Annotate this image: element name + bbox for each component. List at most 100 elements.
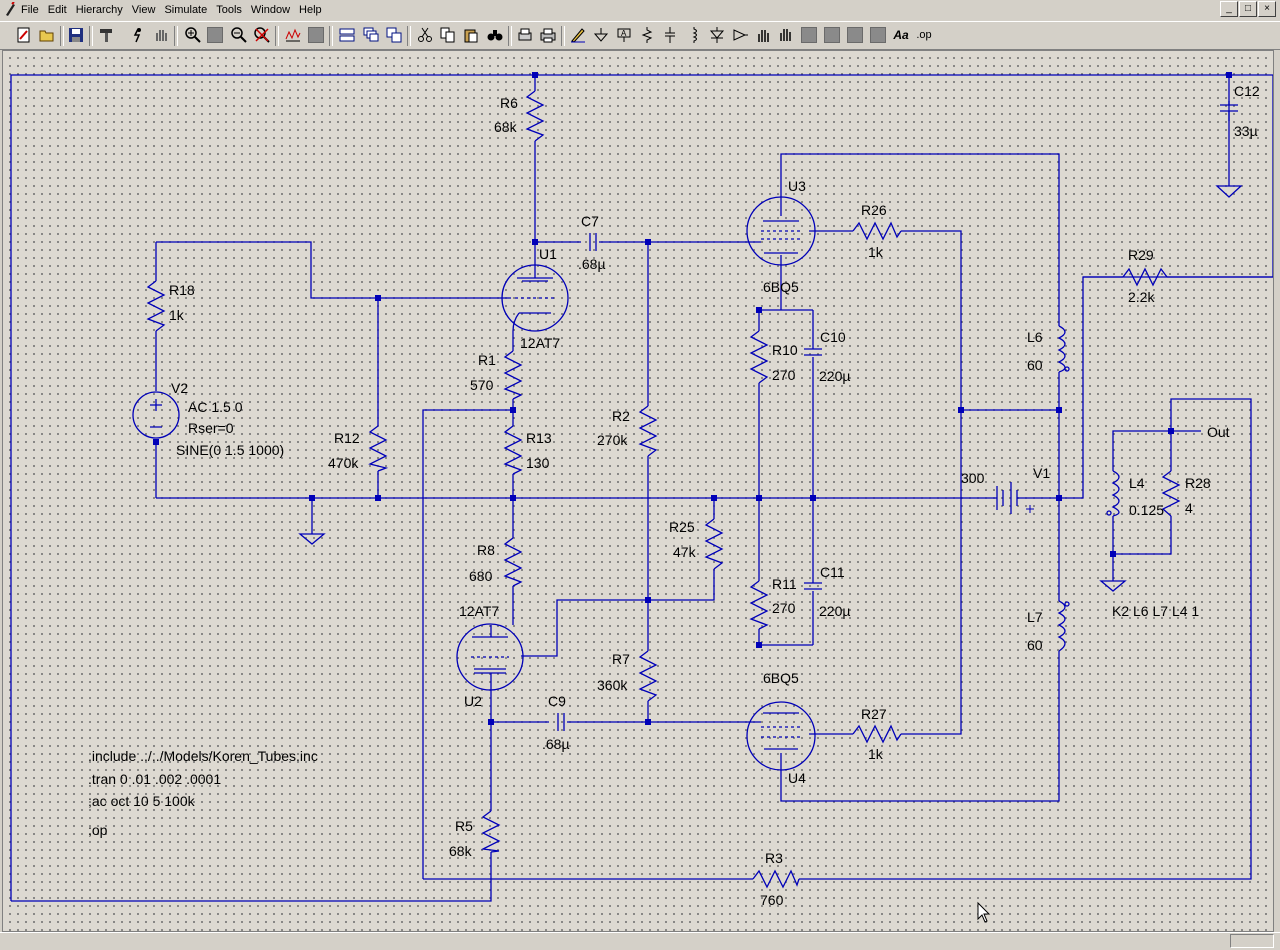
label-r29[interactable]: R29 xyxy=(1128,247,1154,263)
value-r11[interactable]: 270 xyxy=(772,600,796,616)
ground-icon[interactable] xyxy=(591,25,611,45)
label-c10[interactable]: C10 xyxy=(820,329,846,345)
menu-edit[interactable]: Edit xyxy=(47,4,67,16)
value-u2[interactable]: 12AT7 xyxy=(459,603,499,619)
cut-scissors-icon[interactable] xyxy=(415,25,435,45)
value-r7[interactable]: 360k xyxy=(597,677,628,693)
zoom-out-icon[interactable] xyxy=(229,25,249,45)
vertical-scrollbar[interactable] xyxy=(1274,50,1280,930)
find-binoculars-icon[interactable] xyxy=(485,25,505,45)
label-r2[interactable]: R2 xyxy=(612,408,630,424)
menu-help[interactable]: Help xyxy=(299,4,322,16)
new-schematic-icon[interactable] xyxy=(14,25,34,45)
diode-icon[interactable] xyxy=(707,25,727,45)
coupling-directive[interactable]: K2 L6 L7 L4 1 xyxy=(1112,603,1199,619)
tile-horizontal-icon[interactable] xyxy=(337,25,357,45)
label-u1[interactable]: U1 xyxy=(539,246,557,262)
label-v2[interactable]: V2 xyxy=(171,380,188,396)
value-r25[interactable]: 47k xyxy=(673,544,697,560)
label-r18[interactable]: R18 xyxy=(169,282,195,298)
label-r26[interactable]: R26 xyxy=(861,202,887,218)
value-c9[interactable]: .68µ xyxy=(542,736,570,752)
grid-icon[interactable] xyxy=(306,25,326,45)
value-u1[interactable]: 12AT7 xyxy=(520,335,560,351)
label-r8[interactable]: R8 xyxy=(477,542,495,558)
component-icon[interactable] xyxy=(730,25,750,45)
label-r7[interactable]: R7 xyxy=(612,651,630,667)
net-label-out[interactable]: Out xyxy=(1207,424,1230,440)
directive-include[interactable]: .include ../../Models/Koren_Tubes.inc xyxy=(88,748,318,764)
label-r27[interactable]: R27 xyxy=(861,706,887,722)
paste-icon[interactable] xyxy=(461,25,481,45)
label-l6[interactable]: L6 xyxy=(1027,329,1043,345)
ltspice-pen-icon[interactable] xyxy=(3,2,17,17)
label-r28[interactable]: R28 xyxy=(1185,475,1211,491)
label-u3[interactable]: U3 xyxy=(788,178,806,194)
label-c7[interactable]: C7 xyxy=(581,213,599,229)
value-u3[interactable]: 6BQ5 xyxy=(763,279,799,295)
value-r1[interactable]: 570 xyxy=(470,377,494,393)
directive-tran[interactable]: .tran 0 .01 .002 .0001 xyxy=(88,771,221,787)
menu-window[interactable]: Window xyxy=(250,4,291,16)
zoom-in-icon[interactable] xyxy=(183,25,203,45)
value-l6[interactable]: 60 xyxy=(1027,357,1043,373)
v2-rser[interactable]: Rser=0 xyxy=(188,420,234,436)
drag-hand-icon[interactable] xyxy=(776,25,796,45)
value-r10[interactable]: 270 xyxy=(772,367,796,383)
spice-directive-icon[interactable]: .op xyxy=(916,29,932,41)
label-r13[interactable]: R13 xyxy=(526,430,552,446)
value-r6[interactable]: 68k xyxy=(494,119,518,135)
value-l4[interactable]: 0.125 xyxy=(1129,502,1164,518)
print-icon[interactable] xyxy=(538,25,558,45)
rotate-icon[interactable] xyxy=(845,25,865,45)
v2-sine[interactable]: SINE(0 1.5 1000) xyxy=(176,442,284,458)
value-r27[interactable]: 1k xyxy=(868,746,884,762)
print-preview-icon[interactable] xyxy=(515,25,535,45)
label-r3[interactable]: R3 xyxy=(765,850,783,866)
label-c11[interactable]: C11 xyxy=(820,564,845,580)
cascade-windows-icon[interactable] xyxy=(361,25,381,45)
value-r8[interactable]: 680 xyxy=(469,568,493,584)
restore-button[interactable]: □ xyxy=(1239,1,1257,17)
value-l7[interactable]: 60 xyxy=(1027,637,1043,653)
label-u4[interactable]: U4 xyxy=(788,770,806,786)
label-c9[interactable]: C9 xyxy=(548,693,566,709)
label-l4[interactable]: L4 xyxy=(1129,475,1145,491)
value-c10[interactable]: 220µ xyxy=(819,368,850,384)
directive-op[interactable]: ;op xyxy=(88,822,108,838)
tile-vertical-icon[interactable] xyxy=(384,25,404,45)
value-c11[interactable]: 220µ xyxy=(819,603,850,619)
draw-wire-pencil-icon[interactable] xyxy=(568,25,588,45)
save-icon[interactable] xyxy=(66,25,86,45)
inductor-icon[interactable] xyxy=(684,25,704,45)
label-r5[interactable]: R5 xyxy=(455,818,473,834)
label-l7[interactable]: L7 xyxy=(1027,609,1043,625)
value-r29[interactable]: 2.2k xyxy=(1128,289,1155,305)
copy-icon[interactable] xyxy=(438,25,458,45)
pan-icon[interactable] xyxy=(205,25,225,45)
zoom-cancel-icon[interactable] xyxy=(252,25,272,45)
menu-hierarchy[interactable]: Hierarchy xyxy=(75,4,123,16)
value-c12[interactable]: 33µ xyxy=(1234,123,1258,139)
label-r6[interactable]: R6 xyxy=(500,95,518,111)
capacitor-icon[interactable] xyxy=(660,25,680,45)
text-tool-icon[interactable]: Aa xyxy=(893,28,909,42)
label-r12[interactable]: R12 xyxy=(334,430,360,446)
run-icon[interactable] xyxy=(127,25,147,45)
redo-icon[interactable] xyxy=(822,25,842,45)
value-r18[interactable]: 1k xyxy=(169,307,185,323)
directive-ac[interactable]: ;ac oct 10 5 100k xyxy=(88,793,196,809)
label-r1[interactable]: R1 xyxy=(478,352,496,368)
value-v2[interactable]: AC 1.5 0 xyxy=(188,399,243,415)
menu-file[interactable]: File xyxy=(21,4,39,16)
close-button[interactable]: × xyxy=(1258,1,1276,17)
move-hand-icon[interactable] xyxy=(753,25,773,45)
control-panel-hammer-icon[interactable] xyxy=(96,25,116,45)
label-c12[interactable]: C12 xyxy=(1234,83,1260,99)
value-r5[interactable]: 68k xyxy=(449,843,473,859)
resistor-icon[interactable] xyxy=(637,25,657,45)
value-v1[interactable]: 300 xyxy=(961,470,985,486)
label-v1[interactable]: V1 xyxy=(1033,465,1050,481)
open-folder-icon[interactable] xyxy=(37,25,57,45)
value-r13[interactable]: 130 xyxy=(526,455,550,471)
